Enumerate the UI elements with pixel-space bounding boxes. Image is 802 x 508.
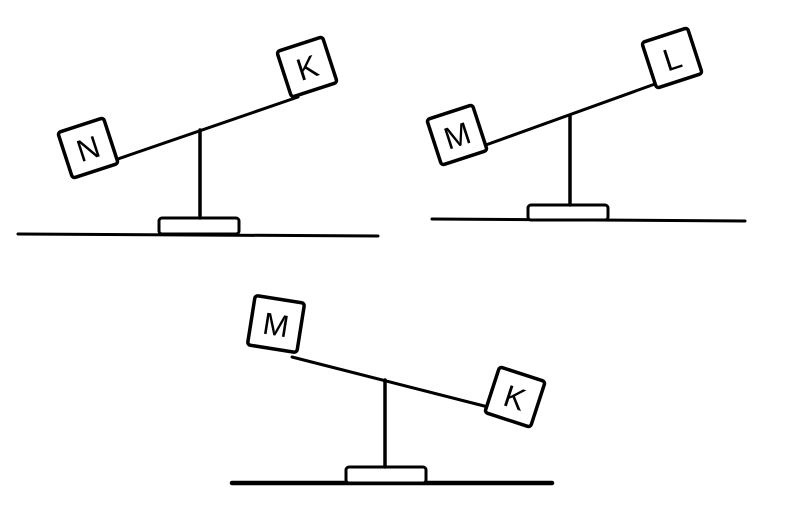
seesaw-1-base — [157, 216, 241, 236]
seesaw-1-right-block: K — [275, 35, 339, 99]
seesaw-3-base — [344, 465, 428, 485]
seesaw-2-plank — [481, 82, 657, 148]
seesaw-1: N K — [16, 35, 380, 238]
seesaw-2-left-block: M — [425, 103, 489, 167]
seesaw-2-base — [526, 203, 610, 222]
seesaw-3-right-block: K — [483, 365, 547, 429]
seesaw-2-right-block: L — [640, 26, 704, 90]
seesaw-3-left-label: M — [260, 306, 291, 345]
seesaw-2: M L — [425, 26, 747, 223]
seesaw-3: M K — [229, 294, 555, 486]
seesaw-3-left-block: M — [246, 294, 306, 354]
seesaw-3-plank — [290, 355, 494, 410]
seesaw-1-left-block: N — [56, 116, 120, 180]
seesaw-1-plank — [110, 95, 300, 163]
